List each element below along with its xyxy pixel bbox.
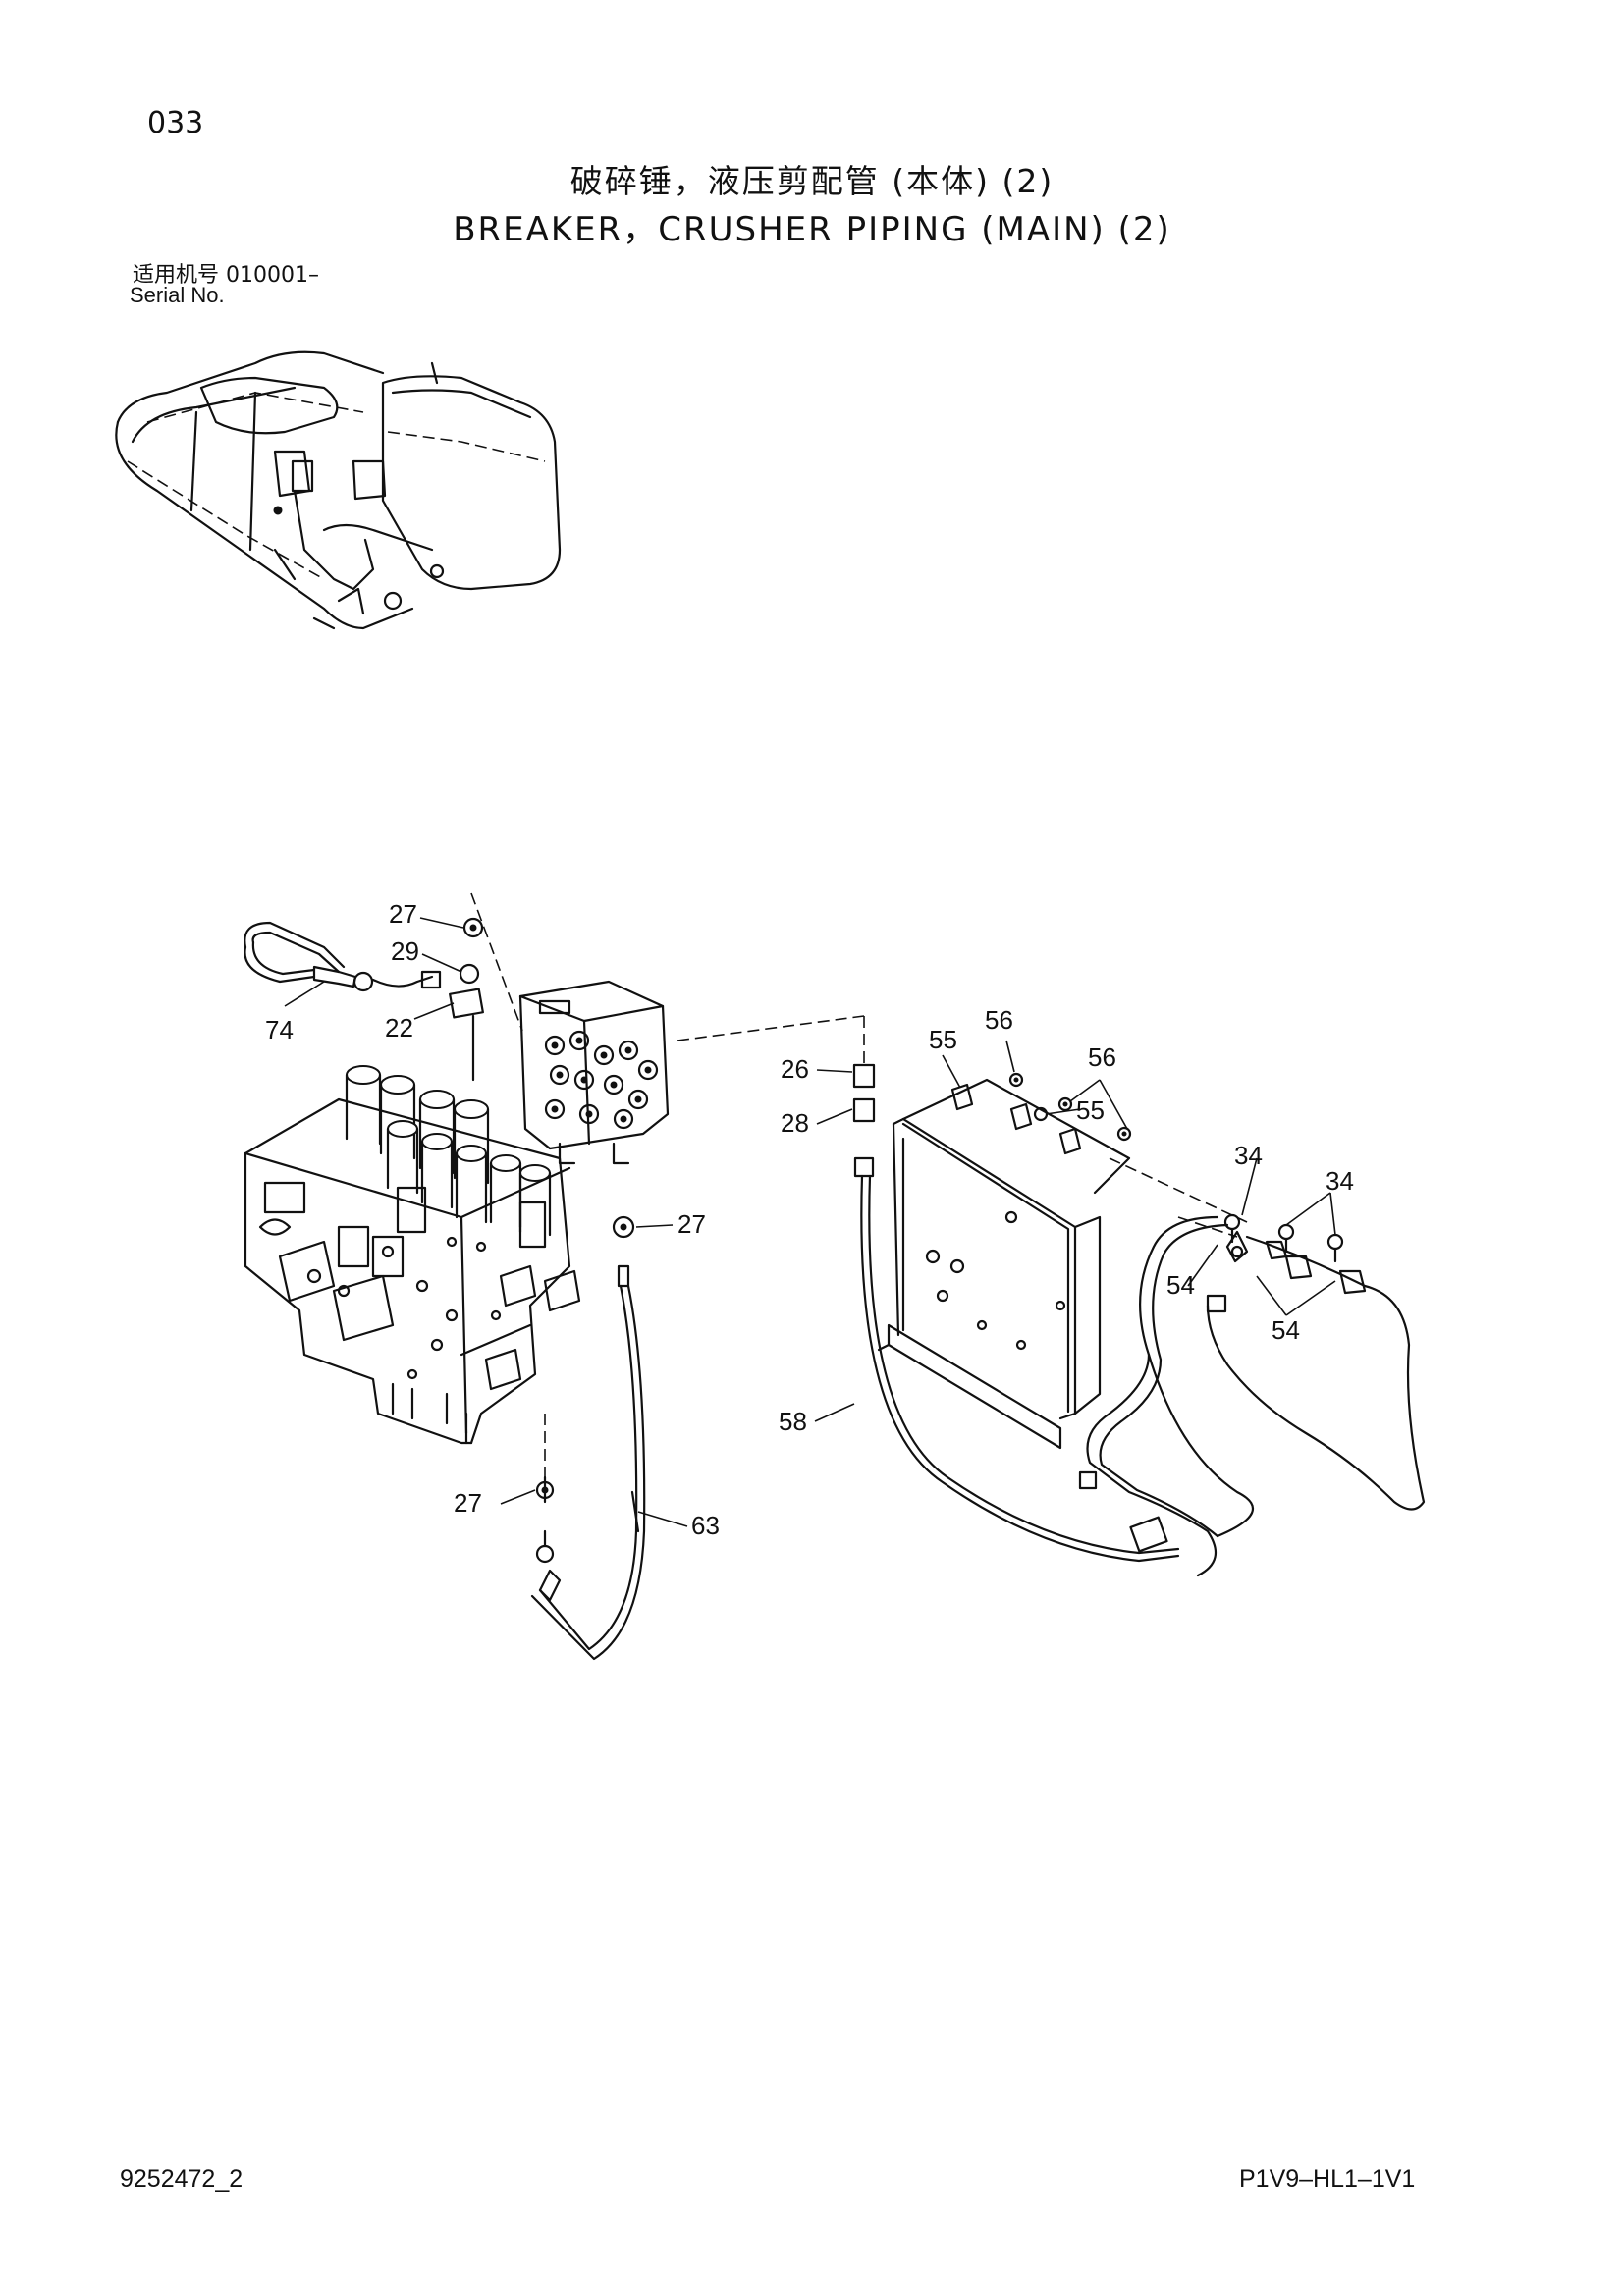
callout-74: 74 (265, 1015, 294, 1044)
control-valve-assembly (244, 1065, 581, 1445)
hose-74-assembly (244, 892, 523, 1082)
page-number: 033 (147, 106, 204, 140)
callout-34-left: 34 (1234, 1141, 1263, 1170)
controller-box-assembly (877, 1072, 1248, 1450)
drawing-code: P1V9–HL1–1V1 (1239, 2165, 1416, 2193)
leader-lines (284, 917, 1336, 1527)
hose-58-assembly (677, 1015, 1180, 1563)
callout-54-left: 54 (1166, 1270, 1195, 1300)
callout-28: 28 (781, 1108, 809, 1138)
serial-label-english: Serial No. (130, 283, 225, 307)
callout-58: 58 (779, 1407, 807, 1436)
callout-56-left: 56 (985, 1005, 1013, 1035)
callout-26: 26 (781, 1054, 809, 1084)
callout-29: 29 (391, 936, 419, 966)
wiring-harness-assembly (1078, 1213, 1426, 1577)
callout-54-right: 54 (1272, 1315, 1300, 1345)
document-id: 9252472_2 (120, 2165, 244, 2193)
title-chinese: 破碎锤，液压剪配管 (本体) (2) (569, 162, 1055, 200)
callout-27-upper: 27 (389, 899, 417, 929)
machine-overview-illustration (115, 350, 562, 630)
hose-63-assembly (530, 1215, 646, 1661)
callout-27-lower: 27 (454, 1488, 482, 1518)
callout-56-right: 56 (1088, 1042, 1116, 1072)
callout-55-right: 55 (1076, 1095, 1105, 1125)
callout-labels: 27 29 22 74 27 27 63 26 28 58 55 56 56 5… (265, 899, 1354, 1540)
callout-27-middle: 27 (677, 1209, 706, 1239)
serial-label-chinese: 适用机号 010001– (133, 263, 319, 288)
callout-34-right: 34 (1326, 1166, 1354, 1196)
callout-22: 22 (385, 1013, 413, 1042)
title-english: BREAKER，CRUSHER PIPING (MAIN) (2) (453, 210, 1171, 249)
solenoid-valve-block (518, 980, 670, 1165)
callout-63: 63 (691, 1511, 720, 1540)
callout-55-left: 55 (929, 1025, 957, 1054)
